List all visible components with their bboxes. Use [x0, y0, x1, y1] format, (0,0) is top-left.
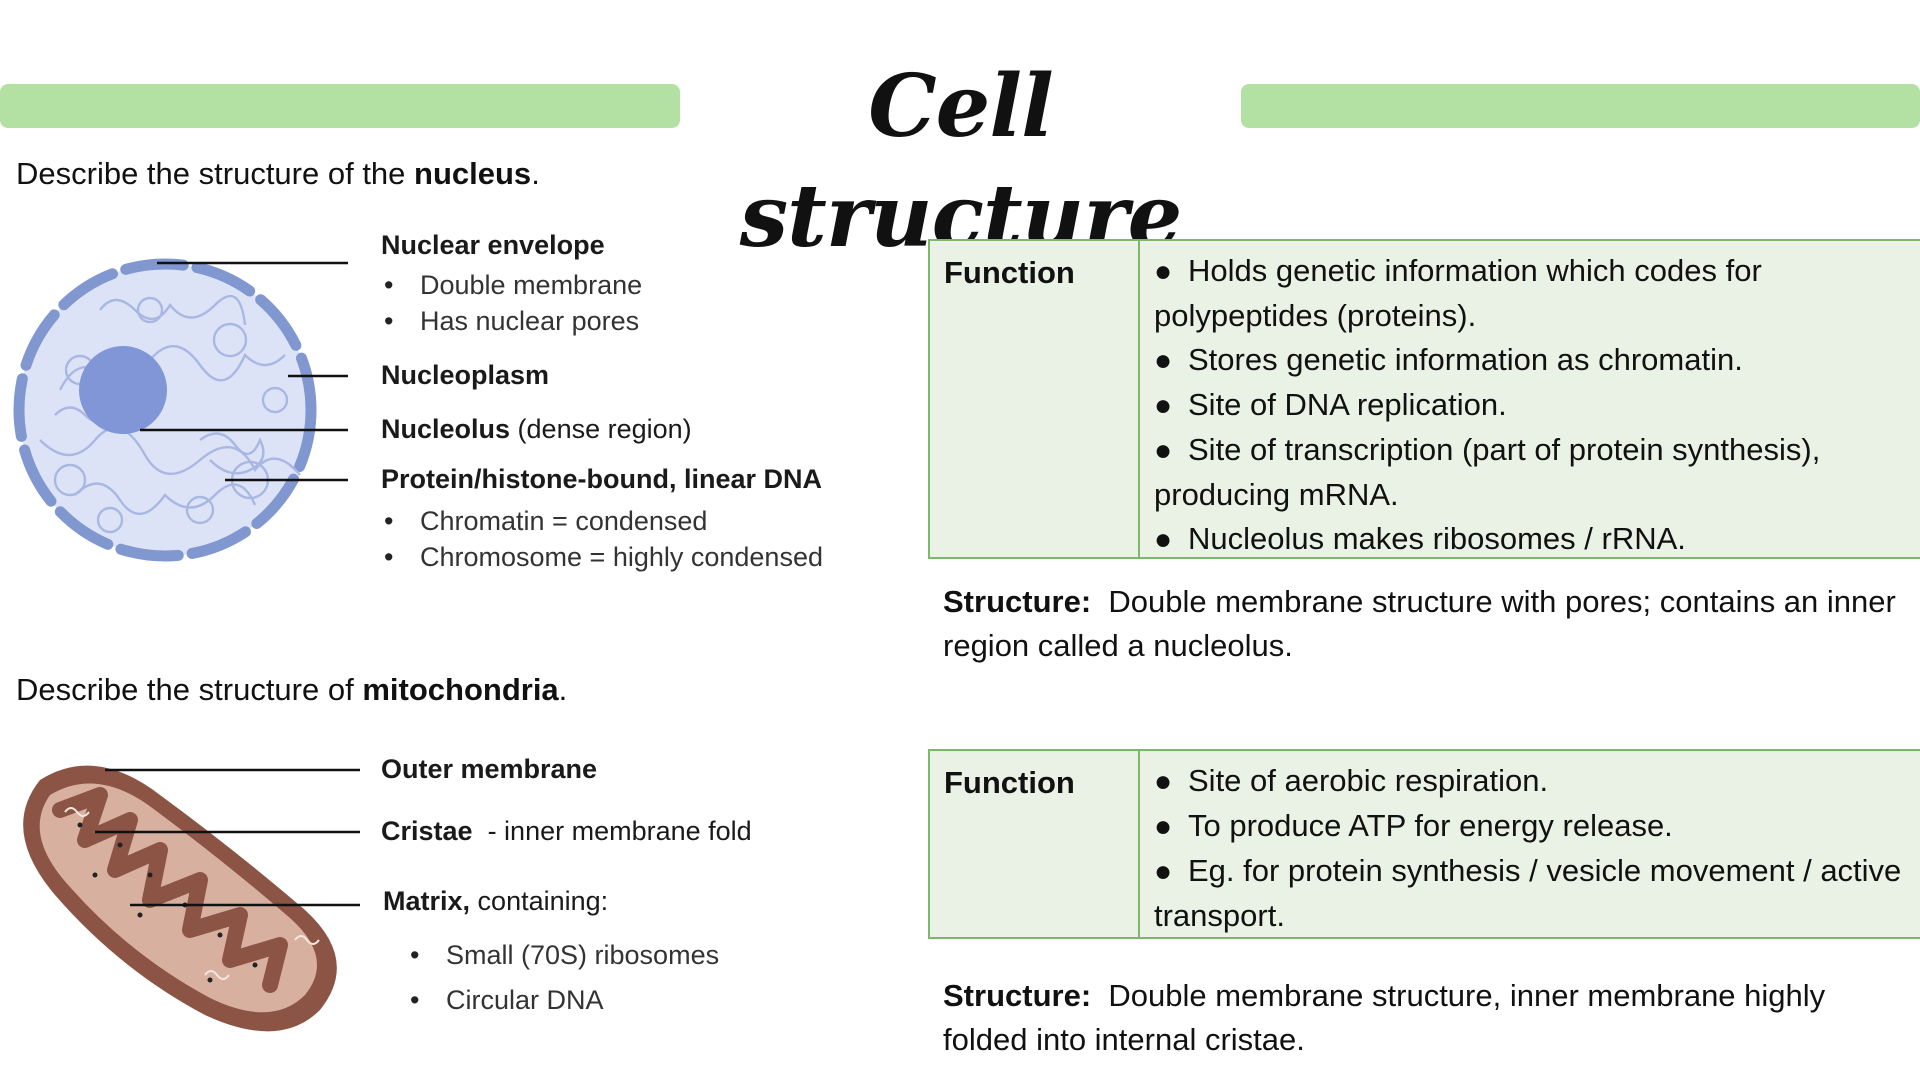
function-header-cell: Function [930, 241, 1140, 557]
structure-label: Structure [943, 978, 1081, 1013]
nucleus-structure-answer: Structure: Double membrane structure wit… [943, 584, 1896, 663]
function-heading: Function [944, 765, 1075, 800]
question-text: Describe the structure of [16, 672, 363, 707]
question-punct: . [558, 672, 568, 707]
function-item: To produce ATP for energy release. [1154, 804, 1906, 849]
nucleus-diagram [13, 258, 348, 562]
structure-label: Structure [943, 584, 1081, 619]
matrix-point: Small (70S) ribosomes [410, 938, 719, 972]
function-item: Eg. for protein synthesis / vesicle move… [1154, 849, 1906, 938]
mitochondria-structure-answer: Structure: Double membrane structure, in… [943, 978, 1826, 1057]
function-item: Site of transcription (part of protein s… [1154, 428, 1906, 517]
function-item: Nucleolus makes ribosomes / rRNA. [1154, 517, 1906, 562]
question-text: Describe the structure of the [16, 156, 415, 191]
structure-text: Double membrane structure with pores; co… [943, 584, 1896, 663]
label-nucleolus: Nucleolus (dense region) [381, 414, 692, 444]
function-header-cell: Function [930, 751, 1140, 937]
nucleolus-note: (dense region) [517, 414, 692, 444]
nucleus-function-table: Function Holds genetic information which… [928, 239, 1920, 559]
dna-point: Chromosome = highly condensed [384, 540, 823, 574]
function-item: Site of aerobic respiration. [1154, 759, 1906, 804]
title-accent-bar-left [0, 84, 680, 128]
function-list: Holds genetic information which codes fo… [1154, 249, 1906, 562]
question-term: nucleus [414, 156, 532, 191]
envelope-point: Double membrane [384, 268, 642, 302]
label-cristae: Cristae - inner membrane fold [381, 816, 752, 846]
label-dna: Protein/histone-bound, linear DNA [381, 464, 823, 494]
mitochondria-question: Describe the structure of mitochondria. [16, 670, 567, 710]
matrix-note: containing: [477, 886, 609, 916]
matrix-point: Circular DNA [410, 983, 603, 1017]
dna-point: Chromatin = condensed [384, 504, 707, 538]
function-item: Stores genetic information as chromatin. [1154, 338, 1906, 383]
function-item: Holds genetic information which codes fo… [1154, 249, 1906, 338]
structure-text: Double membrane structure, inner membran… [943, 978, 1826, 1057]
label-matrix: Matrix, containing: [383, 886, 609, 916]
question-punct: . [531, 156, 540, 191]
label-nucleoplasm: Nucleoplasm [381, 360, 550, 390]
nucleus-question: Describe the structure of the nucleus. [16, 154, 540, 194]
envelope-point: Has nuclear pores [384, 304, 639, 338]
function-list: Site of aerobic respiration. To produce … [1154, 759, 1906, 938]
question-term: mitochondria [362, 672, 559, 707]
label-outer-membrane: Outer membrane [381, 754, 598, 784]
label-nuclear-envelope: Nuclear envelope [381, 230, 605, 260]
cristae-note: - inner membrane fold [487, 816, 752, 846]
function-item: Site of DNA replication. [1154, 383, 1906, 428]
mitochondria-diagram [23, 765, 360, 1032]
title-accent-bar-right [1241, 84, 1920, 128]
mitochondria-function-table: Function Site of aerobic respiration. To… [928, 749, 1920, 939]
function-heading: Function [944, 255, 1075, 290]
